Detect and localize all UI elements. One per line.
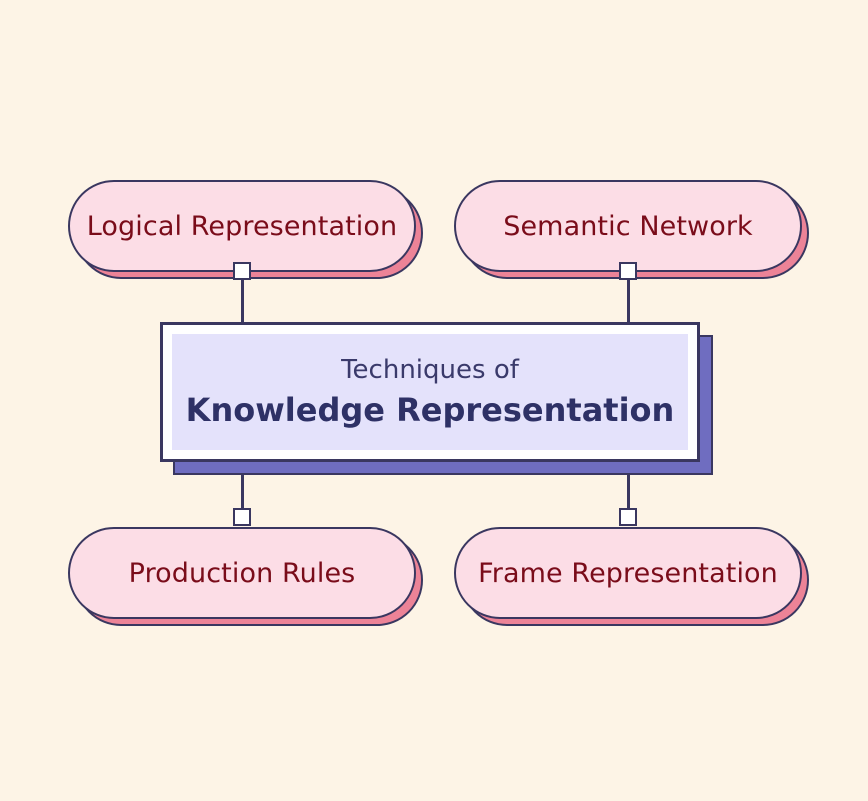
connector-line-production-rules	[241, 455, 244, 520]
node-label: Production Rules	[128, 557, 356, 589]
center-title-main: Knowledge Representation	[185, 390, 675, 429]
node-surface[interactable]: Production Rules	[68, 527, 416, 619]
node-label: Frame Representation	[478, 557, 778, 589]
connector-endpoint-frame-representation	[619, 508, 637, 526]
connector-endpoint-semantic-network	[619, 262, 637, 280]
connector-endpoint-production-rules	[233, 508, 251, 526]
connector-line-logical-representation	[241, 268, 244, 330]
center-node[interactable]: Techniques of Knowledge Representation	[160, 322, 713, 475]
center-node-inner: Techniques of Knowledge Representation	[172, 334, 688, 450]
node-label: Semantic Network	[503, 210, 753, 242]
node-surface[interactable]: Logical Representation	[68, 180, 416, 272]
node-frame-representation[interactable]: Frame Representation	[454, 527, 809, 626]
center-node-surface[interactable]: Techniques of Knowledge Representation	[160, 322, 700, 462]
node-surface[interactable]: Frame Representation	[454, 527, 802, 619]
node-production-rules[interactable]: Production Rules	[68, 527, 423, 626]
node-surface[interactable]: Semantic Network	[454, 180, 802, 272]
node-logical-representation[interactable]: Logical Representation	[68, 180, 423, 279]
connector-line-semantic-network	[627, 268, 630, 330]
center-title-subtitle: Techniques of	[341, 354, 519, 385]
connector-endpoint-logical-representation	[233, 262, 251, 280]
node-label: Logical Representation	[86, 210, 398, 242]
connector-line-frame-representation	[627, 455, 630, 520]
node-semantic-network[interactable]: Semantic Network	[454, 180, 809, 279]
